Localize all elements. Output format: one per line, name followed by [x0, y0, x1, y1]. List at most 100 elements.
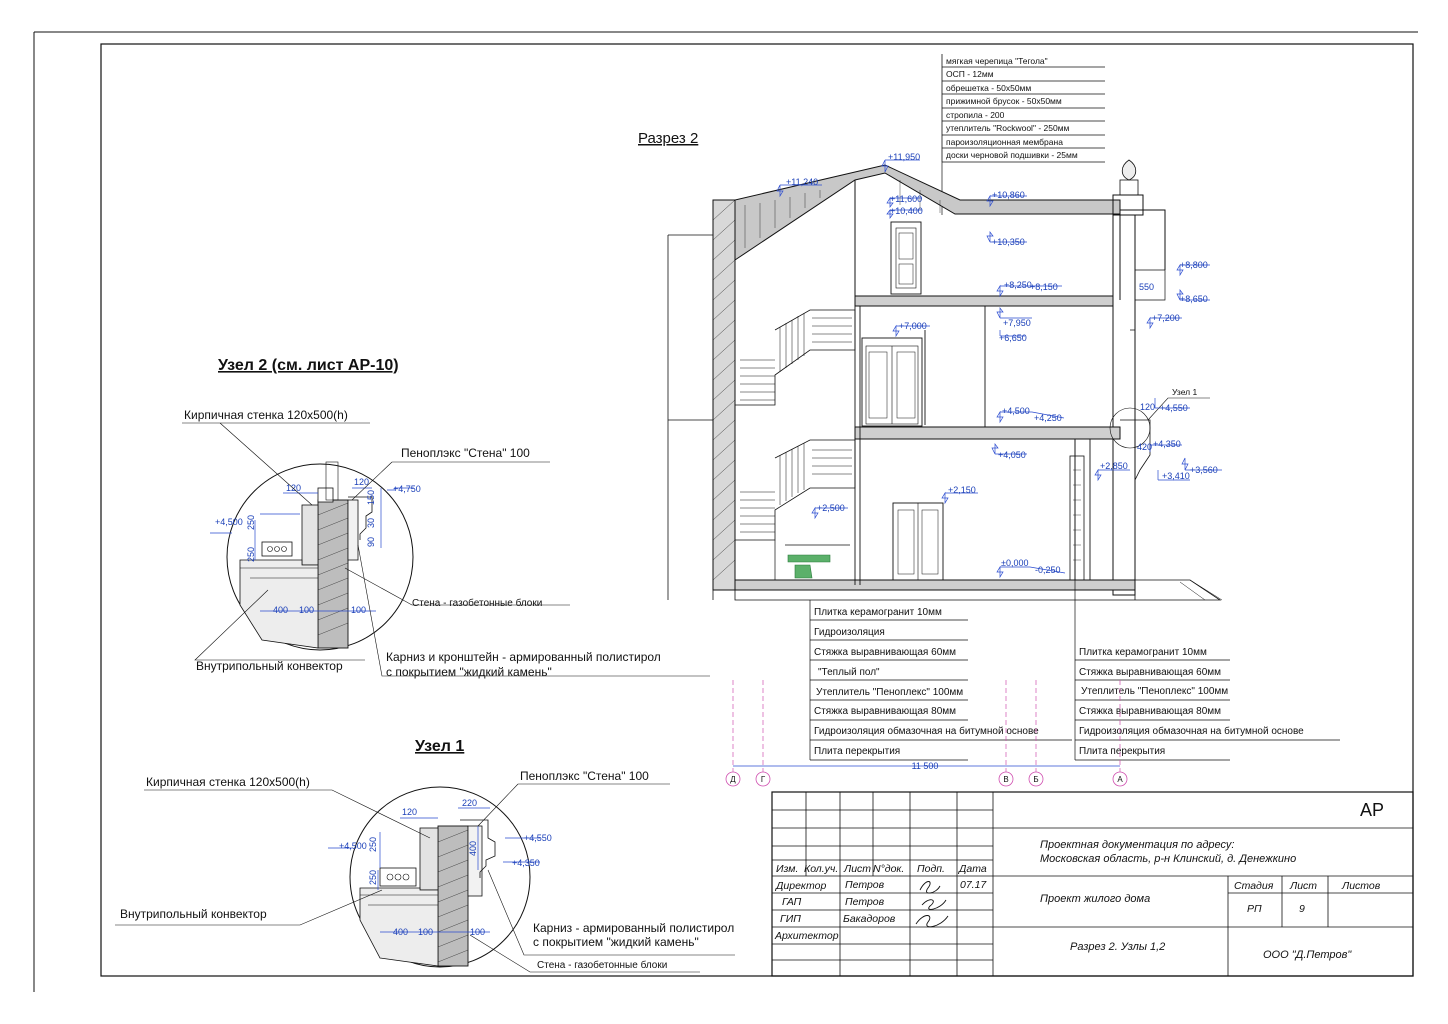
level: +6,650 [999, 333, 1027, 343]
slab-second [854, 426, 1121, 440]
dimension: 100 [351, 605, 366, 615]
roof-layer: обрешетка - 50х50мм [946, 83, 1031, 93]
floor-layer: Гидроизоляция [814, 627, 885, 638]
node2-label-brick: Кирпичная стенка 120х500(h) [184, 408, 348, 422]
bathroom-fixture [787, 554, 831, 579]
axis-dimension: 11 500 [912, 761, 939, 771]
node1-callout-label: Узел 1 [1172, 387, 1197, 397]
level: +4,500 [339, 841, 367, 851]
axis-label: Б [1033, 775, 1038, 784]
dimension: 30 [366, 518, 376, 528]
stage-header: Стадия [1234, 880, 1274, 892]
dimension: 400 [393, 927, 408, 937]
floor-layer: Утеплитель "Пеноплекс" 100мм [816, 687, 963, 698]
level: +11,600 [890, 194, 922, 204]
roof-layer: пароизоляционная мембрана [946, 137, 1063, 147]
staircase-upper [735, 309, 856, 406]
col-ndoc: N°док. [873, 863, 904, 875]
floor-layer: Плита перекрытия [1079, 746, 1165, 757]
slab-attic [854, 295, 1114, 307]
role-director: Директор [775, 880, 826, 892]
node2-label-wall: Стена - газобетонные блоки [412, 597, 542, 609]
title-block: АР Проектная документация по адресу: Мос… [771, 791, 1414, 977]
floor-layer: Стяжка выравнивающая 80мм [814, 706, 956, 717]
dimension: 250 [246, 515, 256, 530]
node2-title: Узел 2 (см. лист АР-10) [218, 357, 399, 374]
col-izm: Изм. [776, 863, 798, 875]
dimension: 400 [273, 605, 288, 615]
node1-callout-circle [1109, 407, 1151, 449]
floor-layer: Утеплитель "Пеноплекс" 100мм [1081, 686, 1228, 697]
floor-layer: Плита перекрытия [814, 746, 900, 757]
dimension: 250 [368, 870, 378, 885]
dimension: 120 [286, 483, 301, 493]
dimension: 250 [246, 547, 256, 562]
signature-marks [915, 881, 949, 928]
floor-layer: Гидроизоляция обмазочная на битумной осн… [1079, 725, 1304, 737]
level: +10,350 [992, 237, 1025, 247]
col-list: Лист [843, 863, 871, 875]
roof-layer: прижимной брусок - 50х50мм [946, 96, 1062, 106]
level: +8,150 [1030, 282, 1058, 292]
date-director: 07.17 [960, 879, 987, 891]
role-architect: Архитектор [774, 930, 839, 942]
sheet-value: 9 [1299, 903, 1305, 915]
level-marks [776, 159, 1222, 579]
node1-label-convector: Внутрипольный конвектор [120, 907, 267, 921]
address-line-1: Проектная документация по адресу: [1040, 839, 1234, 851]
finial-ornament [1121, 159, 1137, 181]
level: +11,950 [888, 152, 920, 162]
axis-label: Г [761, 775, 766, 784]
role-gap: ГАП [782, 896, 802, 908]
col-data: Дата [958, 863, 987, 875]
level: +8,650 [1180, 294, 1208, 304]
level: +7,200 [1152, 313, 1180, 323]
node2-label-cornice: Карниз и кронштейн - армированный полист… [386, 650, 661, 664]
node-2: Узел 2 (см. лист АР-10) 120 120 150 30 9… [182, 357, 710, 679]
dimension: 120 [354, 477, 369, 487]
dimension: 100 [299, 605, 314, 615]
node2-label-cornice-coating: с покрытием "жидкий камень" [386, 665, 552, 679]
level: +3,410 [1162, 471, 1190, 481]
roof [734, 159, 1166, 300]
level: +4,350 [512, 858, 540, 868]
axis-label: В [1003, 775, 1008, 784]
sheets-header: Листов [1341, 880, 1381, 892]
section-2: Разрез 2 мягкая черепица "Тегола" ОСП - … [638, 54, 1340, 787]
floor-layer: Стяжка выравнивающая 60мм [814, 647, 956, 658]
door-attic [890, 221, 922, 295]
grid-axes: Д Г В Б А 11 500 [725, 680, 1128, 787]
door-second-floor [861, 337, 923, 427]
node1-label-brick: Кирпичная стенка 120х500(h) [146, 775, 310, 789]
level: +3,560 [1190, 465, 1218, 475]
level: +4,750 [393, 484, 421, 494]
address-line-2: Московская область, р-н Клинский, д. Ден… [1040, 853, 1296, 865]
level: +2,500 [817, 503, 845, 513]
roof-layer: утеплитель "Rockwool" - 250мм [946, 123, 1070, 133]
node1-label-cornice-coating: с покрытием "жидкий камень" [533, 935, 699, 949]
dimension: 250 [368, 837, 378, 852]
level: +7,950 [1003, 318, 1031, 328]
floor-layers-left: Плитка керамогранит 10мм Гидроизоляция С… [809, 600, 1072, 761]
level: ±0,000 [1001, 558, 1028, 568]
node1-label-cornice: Карниз - армированный полистирол [533, 921, 734, 935]
project-name: Проект жилого дома [1040, 893, 1150, 905]
node2-label-penoplex: Пеноплэкс "Стена" 100 [401, 446, 530, 460]
dimension: 550 [1139, 282, 1154, 292]
floor-layer: Гидроизоляция обмазочная на битумной осн… [814, 725, 1039, 737]
level: +2,150 [948, 485, 976, 495]
level: +10,400 [890, 206, 923, 216]
axis-label: А [1117, 775, 1123, 784]
level: +4,050 [998, 450, 1026, 460]
dimension: 100 [470, 927, 485, 937]
dimension: 420 [1137, 442, 1152, 452]
node-1: Узел 1 120 220 400 250 250 400 100 100 +… [115, 738, 735, 973]
roof-layer: ОСП - 12мм [946, 69, 994, 79]
node1-convector [379, 867, 417, 887]
axis-label: Д [730, 775, 736, 784]
window-right [1069, 455, 1085, 581]
level: +11,240 [786, 177, 818, 187]
level: -0,250 [1035, 565, 1061, 575]
